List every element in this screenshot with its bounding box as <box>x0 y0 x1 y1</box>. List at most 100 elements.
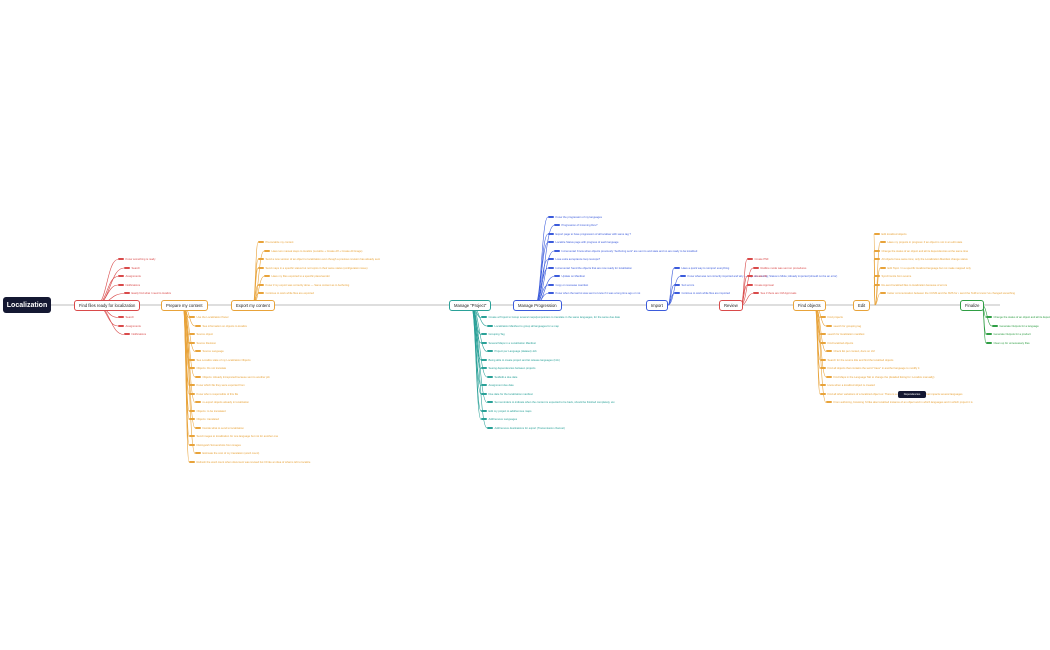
leaf-node[interactable]: Create Approval <box>747 284 774 287</box>
leaf-node[interactable]: Search <box>118 316 134 319</box>
leaf-node[interactable]: Know the progression of my languages <box>548 216 602 219</box>
leaf-node[interactable]: Know which file they were exported from <box>189 384 245 387</box>
leaf-node[interactable]: Export page to have progression of all l… <box>548 233 631 236</box>
leaf-node[interactable]: Add/remove Languages <box>481 418 517 421</box>
leaf-node[interactable]: Assignment due date <box>481 384 514 387</box>
leaf-node[interactable]: search for grouping tag <box>826 325 861 328</box>
leaf-node[interactable]: Objects: Do not translate <box>189 367 226 370</box>
leaf-node[interactable]: Have my projects in progress: if an obje… <box>880 241 962 244</box>
leaf-node[interactable]: Find projects <box>820 316 843 319</box>
leaf-node[interactable]: Create PNF <box>747 258 769 261</box>
leaf-node[interactable]: Incremental: Send the objects that are n… <box>548 267 632 270</box>
leaf-node[interactable]: See information on objects to localize <box>195 325 247 328</box>
leaf-node[interactable]: Know when the last lot was sent to know … <box>548 292 640 295</box>
leaf-node[interactable]: Send a new version of an object to local… <box>258 258 380 261</box>
branch-node[interactable]: Manage Progression <box>513 300 562 311</box>
leaf-node[interactable]: Have two manual steps to localize (Local… <box>264 250 362 253</box>
branch-node[interactable]: Review <box>719 300 743 311</box>
leaf-node[interactable]: Have my files exported to a specific pla… <box>264 275 330 278</box>
branch-node[interactable]: Manage "Project" <box>449 300 492 311</box>
leaf-node[interactable]: Localization Manifest to group all langu… <box>487 325 559 328</box>
leaf-node[interactable]: Know what was not correctly imported and… <box>680 275 837 278</box>
leaf-node[interactable]: Add/remove destinations for export (Tran… <box>487 427 565 430</box>
leaf-node[interactable]: Change the status of an object and all i… <box>986 316 1050 319</box>
branch-node[interactable]: Find objects <box>793 300 826 311</box>
leaf-node[interactable]: Seeing dependencies between projects <box>481 367 535 370</box>
leaf-node[interactable]: Lose extra acceptance loop rescope? <box>548 258 600 261</box>
leaf-node[interactable]: See if there are CM Approvals <box>753 292 796 295</box>
leaf-node[interactable]: Objects: to be translated <box>189 410 226 413</box>
leaf-node[interactable]: know when a localized object is created <box>820 384 875 387</box>
leaf-node[interactable]: Several Maps in a Localization Manifest <box>481 342 536 345</box>
leaf-node[interactable]: Know something is ready <box>118 258 156 261</box>
leaf-node[interactable]: Copy on rescause manifest <box>548 284 588 287</box>
root-node[interactable]: Localization <box>3 297 51 313</box>
branch-node[interactable]: Finalize <box>960 300 985 311</box>
leaf-node[interactable]: re-export objects already in localizatio… <box>195 401 249 404</box>
leaf-node[interactable]: See Localize state of my Localization Ob… <box>189 359 251 362</box>
leaf-node[interactable]: Re-send localized files to localization … <box>874 284 947 287</box>
leaf-node[interactable]: Source Revision <box>189 342 216 345</box>
leaf-node[interactable]: Edit Topic / in a specific localized lan… <box>880 267 971 270</box>
leaf-node[interactable]: Being able to create project and let rel… <box>481 359 560 362</box>
leaf-node[interactable]: Assignments <box>118 325 141 328</box>
leaf-node[interactable]: Incremental: Know when objects previousl… <box>554 250 697 253</box>
branch-node[interactable]: Export my content <box>231 300 275 311</box>
leaf-node[interactable]: Assignments <box>118 275 141 278</box>
leaf-node[interactable]: Generate Outputs for a product <box>986 333 1031 336</box>
leaf-node[interactable]: Synchronize from source <box>874 275 911 278</box>
leaf-node[interactable]: search for localization manifest <box>820 333 864 336</box>
leaf-node[interactable]: Create OK <box>747 275 767 278</box>
leaf-node[interactable]: Pre-localize my content <box>258 241 293 244</box>
leaf-node[interactable]: Find all objects that contains the word … <box>820 367 919 370</box>
leaf-node[interactable]: Set reminders to indicate when the conte… <box>487 401 615 404</box>
leaf-node[interactable]: Set/Edit a due date <box>487 376 517 379</box>
dependencies-badge[interactable]: Dependencies <box>898 391 926 398</box>
leaf-node[interactable]: Continue to work while files are importe… <box>674 292 730 295</box>
leaf-node[interactable]: Change the status of an object and all i… <box>874 250 968 253</box>
leaf-node[interactable]: Progression of Incoming Dev? <box>554 224 598 227</box>
leaf-node[interactable]: Redline mode was sent on procedures <box>753 267 806 270</box>
leaf-node[interactable]: Check list per context, docs on LM <box>826 350 875 353</box>
leaf-node[interactable]: Distinguish Screenshots from images <box>189 444 241 447</box>
leaf-node[interactable]: Grouping Tag <box>481 333 505 336</box>
leaf-node[interactable]: Objects: translated <box>189 418 219 421</box>
leaf-node[interactable]: Find Maps in the Language Tab to change … <box>826 376 934 379</box>
leaf-node[interactable]: Objects: Already Intrepreted because sen… <box>195 376 270 379</box>
leaf-node[interactable]: Send maps in a specific status but not t… <box>258 267 368 270</box>
leaf-node[interactable]: Clean up for unnecessary files <box>986 342 1030 345</box>
leaf-node[interactable]: Easily find what I need to localize <box>124 292 171 295</box>
leaf-node[interactable]: better communication between the CCMS an… <box>880 292 1015 295</box>
leaf-node[interactable]: Find localized objects <box>820 342 853 345</box>
branch-node[interactable]: Find files ready for localization <box>74 300 141 311</box>
branch-node[interactable]: Edit <box>853 300 871 311</box>
leaf-node[interactable]: From authoring, browsing I'd like also l… <box>826 401 973 404</box>
leaf-node[interactable]: Have a quick way to reimport everything <box>674 267 729 270</box>
leaf-node[interactable]: Know who is responsible of this file <box>189 393 238 396</box>
leaf-node[interactable]: Create a Project to Group several maps/j… <box>481 316 620 319</box>
leaf-node[interactable]: All objects have same time; only the Loc… <box>874 258 968 261</box>
leaf-node[interactable]: Decide what to send to localization <box>195 427 244 430</box>
leaf-node[interactable]: Use the Localization Panel <box>189 316 228 319</box>
leaf-node[interactable]: Generate Outputs for a language <box>992 325 1039 328</box>
leaf-node[interactable]: Update on Manifest <box>554 275 585 278</box>
leaf-node[interactable]: Know if my export was correctly done — S… <box>258 284 349 287</box>
leaf-node[interactable]: Notifications <box>124 333 146 336</box>
branch-node[interactable]: Import <box>646 300 668 311</box>
leaf-node[interactable]: Notifications <box>118 284 140 287</box>
leaf-node[interactable]: Search for the source title and find the… <box>820 359 893 362</box>
leaf-node[interactable]: Localize Status page with progress of ea… <box>548 241 619 244</box>
leaf-node[interactable]: Estimate the cost of my translation (wor… <box>195 452 259 455</box>
leaf-node[interactable]: Refresh the word count when document was… <box>189 461 310 464</box>
leaf-node[interactable]: Due date for the localization manifest <box>481 393 533 396</box>
branch-node[interactable]: Prepare my content <box>161 300 208 311</box>
leaf-node[interactable]: Edit localized objects <box>874 233 907 236</box>
leaf-node[interactable]: Continue to work while files are exporte… <box>258 292 314 295</box>
leaf-node[interactable]: Source Language <box>195 350 224 353</box>
leaf-node[interactable]: Find all other variations of a localized… <box>820 393 963 396</box>
leaf-node[interactable]: Send images to localization for one lang… <box>189 435 278 438</box>
leaf-node[interactable]: Source object <box>189 333 213 336</box>
leaf-node[interactable]: Edit my project to add/remove maps <box>481 410 532 413</box>
leaf-node[interactable]: Sort errors <box>674 284 694 287</box>
leaf-node[interactable]: Project per Language (dataset) Job <box>487 350 537 353</box>
